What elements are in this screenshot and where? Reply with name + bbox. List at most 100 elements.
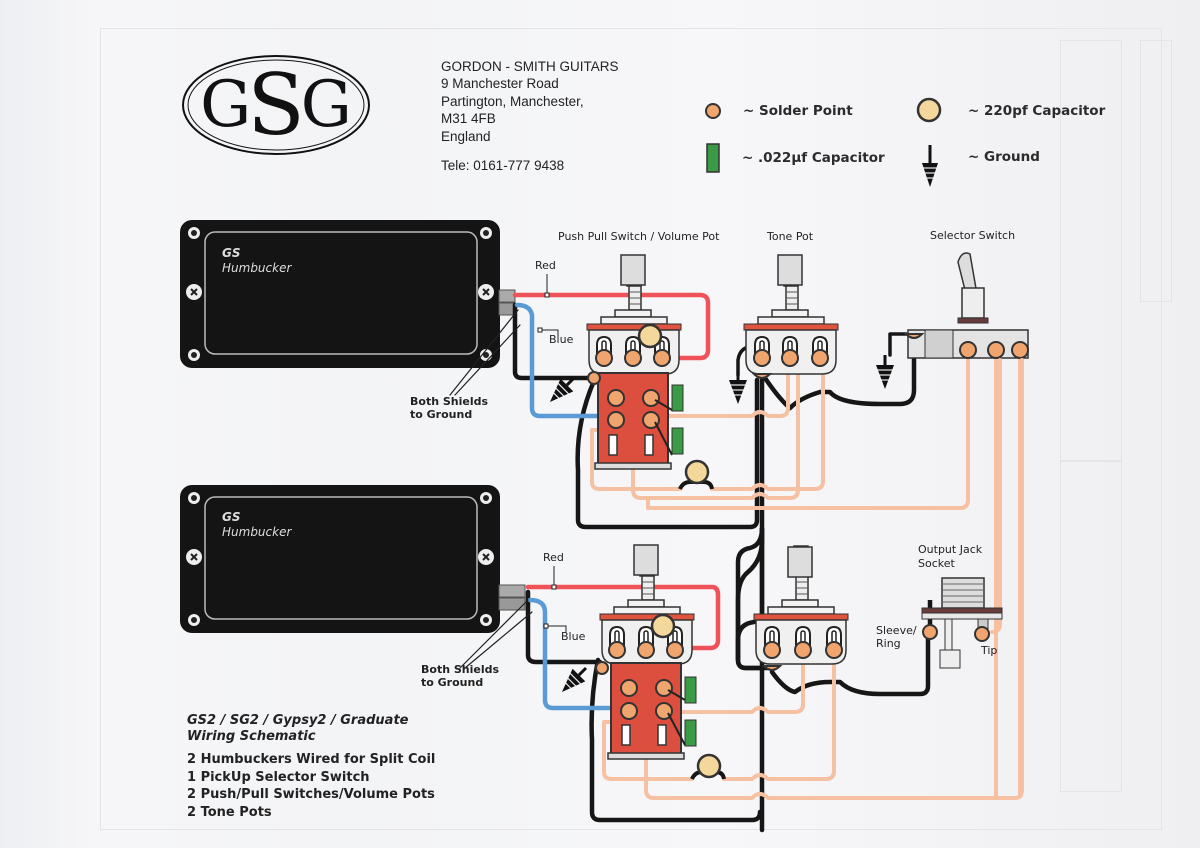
ground-wire	[762, 538, 848, 545]
note-item: 1 PickUp Selector Switch	[187, 769, 370, 785]
pickup-brand: GS	[222, 510, 241, 524]
ground-wire	[769, 632, 931, 697]
ground-wire	[762, 532, 778, 548]
label-tone-pot: Tone Pot	[767, 230, 814, 243]
schematic-title: GS2 / SG2 / Gypsy2 / Graduate	[187, 713, 409, 728]
label-shields-top: Both Shields to Ground	[410, 395, 488, 421]
hot-wire	[662, 650, 805, 714]
note-item: 2 Tone Pots	[187, 804, 272, 820]
label-blue-wire-bottom: Blue	[561, 630, 586, 643]
hot-wire	[990, 358, 1002, 634]
note-item: 2 Humbuckers Wired for Split Coil	[187, 752, 436, 767]
label-output-jack: Output Jack Socket	[918, 543, 982, 571]
show-through-column	[1060, 460, 1122, 792]
ground-wire	[762, 512, 840, 520]
solder-point-icon	[705, 103, 721, 119]
capacitor-220pf-bleed	[690, 753, 726, 780]
ground-wire	[762, 462, 858, 540]
hot-wire	[722, 650, 836, 781]
ground-wire	[762, 540, 780, 548]
label-selector-switch: Selector Switch	[930, 229, 1016, 242]
label-shields-line: to Ground	[410, 408, 473, 421]
label-output-jack-line: Output Jack	[918, 543, 983, 556]
knob	[787, 546, 813, 578]
blue-wire	[514, 302, 618, 419]
hot-wire	[631, 360, 800, 500]
logo-text: GSG	[200, 56, 352, 154]
ground-wire	[762, 520, 856, 540]
ground-wire	[854, 460, 860, 530]
label-shields-line: Both Shields	[421, 663, 500, 676]
ground-wire	[525, 589, 603, 665]
red-wire	[512, 292, 711, 361]
humbucker-bridge	[180, 220, 516, 368]
ground-wire	[865, 500, 868, 525]
legend-ground: ~ Ground	[968, 149, 1040, 165]
label-jack-sleeve-line: Ring	[876, 637, 901, 650]
ground-wire	[846, 546, 862, 608]
note-item: 2 Push/Pull Switches/Volume Pots	[187, 787, 435, 802]
ground-wire	[768, 520, 848, 545]
schematic-subtitle: Wiring Schematic	[187, 729, 316, 744]
address-line: 9 Manchester Road	[441, 76, 559, 92]
pickup-model: Humbucker	[222, 261, 292, 275]
hot-wire	[602, 720, 694, 781]
address-line: Partington, Manchester,	[441, 93, 584, 109]
show-through-frame	[100, 28, 1162, 830]
legend-capacitor-220pf: ~ 220pf Capacitor	[968, 103, 1106, 119]
pickup-brand: GS	[222, 246, 241, 260]
label-shields-bottom: Both Shields to Ground	[421, 663, 499, 689]
knob	[777, 254, 803, 286]
ground-icon	[922, 145, 938, 187]
ground-wire	[762, 512, 860, 548]
ground-wire	[762, 525, 860, 548]
knob	[633, 544, 659, 576]
ground-wire	[512, 302, 603, 381]
address-line: M31 4FB	[441, 111, 496, 127]
hot-wire	[644, 358, 1024, 800]
pickup-model: Humbucker	[222, 525, 292, 539]
company-address: GORDON - SMITH GUITARS 9 Manchester Road…	[441, 58, 619, 145]
ground-wire	[888, 332, 908, 357]
capacitor-220pf-icon	[916, 97, 942, 123]
label-shields-line: Both Shields	[410, 395, 489, 408]
ground-wire	[855, 560, 860, 636]
ground-symbol	[554, 660, 594, 700]
ground-wire	[762, 520, 846, 540]
selector-switch	[903, 252, 1029, 359]
capacitor-022uf-icon	[706, 143, 720, 173]
ground-wire	[589, 657, 763, 823]
ground-wire	[848, 470, 856, 520]
show-through-column	[1140, 40, 1172, 302]
company-name: GORDON - SMITH GUITARS	[441, 59, 619, 74]
jack-tip-solder	[974, 626, 990, 642]
show-through-column	[1060, 40, 1122, 462]
ground-wire	[762, 470, 846, 540]
ground-wire	[762, 528, 854, 548]
jack-ground-wire	[762, 522, 850, 538]
ground-wire	[762, 332, 923, 411]
ground-wire	[735, 527, 765, 671]
ground-wire	[778, 520, 848, 540]
ground-wire	[764, 530, 858, 548]
output-jack	[921, 577, 1003, 669]
blue-wire	[527, 597, 631, 711]
ground-wire	[850, 545, 880, 632]
pickup-label-bridge: GS Humbucker	[222, 246, 291, 276]
capacitor-022uf	[684, 719, 697, 747]
label-output-jack-line: Socket	[918, 557, 955, 570]
ground-wire	[847, 462, 855, 470]
schematic-notes: GS2 / SG2 / Gypsy2 / Graduate Wiring Sch…	[187, 713, 435, 821]
capacitor-022uf	[671, 427, 684, 455]
address-line: England	[441, 128, 491, 144]
red-wire	[525, 584, 721, 651]
label-jack-sleeve-line: Sleeve/	[876, 624, 917, 637]
ground-symbol	[874, 353, 896, 391]
capacitor-220pf	[637, 323, 663, 349]
humbucker-neck	[180, 485, 526, 633]
legend-solder-point: ~ Solder Point	[743, 103, 853, 119]
hot-wire	[649, 360, 790, 418]
hot-wire	[646, 350, 970, 510]
capacitor-022uf	[671, 384, 684, 412]
